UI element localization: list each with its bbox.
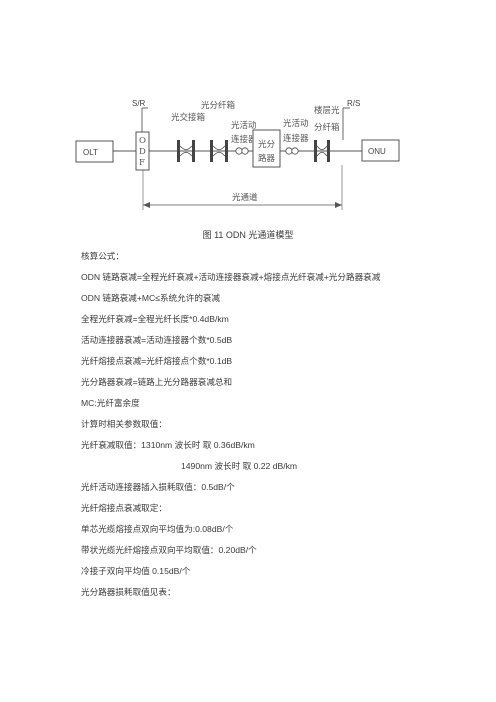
figure-caption: 图 11 ODN 光通道模型	[202, 230, 294, 240]
connector-right-label-2: 连接器	[283, 133, 309, 144]
text-line: ODN 链路衰减=全程光纤衰减+活动连接器衰减+熔接点光纤衰减+光分路器衰减	[81, 272, 381, 282]
text-line: 光纤熔接点衰减=光纤熔接点个数*0.1dB	[81, 356, 233, 366]
connector-right-symbol	[285, 147, 299, 155]
building-box-label-1: 楼层光	[314, 105, 340, 116]
building-box-symbol	[314, 140, 330, 162]
text-line: 1490nm 波长时 取 0.22 dB/km	[181, 461, 298, 471]
splitter-label-1: 光分	[258, 139, 276, 150]
splitter-box	[252, 129, 281, 168]
text-line: 光分路器衰减=链路上光分路器衰减总和	[81, 377, 233, 387]
onu-label: ONU	[368, 147, 386, 156]
split-box-label: 光分纤箱	[201, 100, 236, 111]
connector-right-label-1: 光活动	[283, 118, 309, 129]
text-line: 活动连接器衰减=活动连接器个数*0.5dB	[81, 335, 233, 345]
odn-channel-diagram: S/R R/S OLT O D F 光交接箱 光分纤箱 光活动 连接器 光分 路…	[75, 99, 400, 210]
onu-box	[361, 139, 400, 162]
text-line: 光纤熔接点衰减取定：	[81, 503, 167, 513]
cross-box-symbol	[177, 140, 195, 162]
optical-channel-label: 光通道	[232, 192, 258, 203]
sr-label: S/R	[132, 99, 146, 108]
odf-char-o: O	[139, 136, 146, 146]
text-line: MC:光纤富余度	[81, 398, 140, 408]
connector-left-symbol	[235, 147, 249, 155]
split-box-symbol	[210, 140, 228, 162]
odf-char-d: D	[139, 147, 146, 157]
text-line: 全程光纤衰减=全程光纤长度*0.4dB/km	[81, 314, 229, 324]
connector-left-label-2: 连接器	[231, 134, 257, 145]
text-line: 单芯光缆熔接点双向平均值为:0.08dB/个	[81, 524, 234, 534]
cross-box-label: 光交接箱	[171, 112, 206, 123]
odf-char-f: F	[139, 158, 145, 168]
text-line: 冷接子双向平均值 0.15dB/个	[81, 566, 191, 576]
text-line: 光纤活动连接器插入损耗取值：0.5dB/个	[81, 482, 235, 492]
text-line: 核算公式：	[81, 251, 124, 261]
rs-label: R/S	[347, 99, 360, 108]
odf-box	[135, 131, 150, 171]
connector-left-label-1: 光活动	[231, 120, 257, 131]
olt-box	[75, 140, 114, 163]
text-line: 计算时相关参数取值：	[81, 419, 167, 429]
olt-label: OLT	[83, 148, 98, 157]
splitter-label-2: 路器	[258, 153, 276, 164]
text-line: 光纤衰减取值：1310nm 波长时 取 0.36dB/km	[81, 440, 255, 450]
building-box-label-2: 分纤箱	[314, 122, 340, 133]
text-line: 光分路器损耗取值见表：	[81, 587, 176, 597]
text-line: 带状光缆光纤熔接点双向平均取值：0.20dB/个	[81, 545, 257, 555]
text-line: ODN 链路衰减+MC≤系统允许的衰减	[81, 293, 221, 303]
